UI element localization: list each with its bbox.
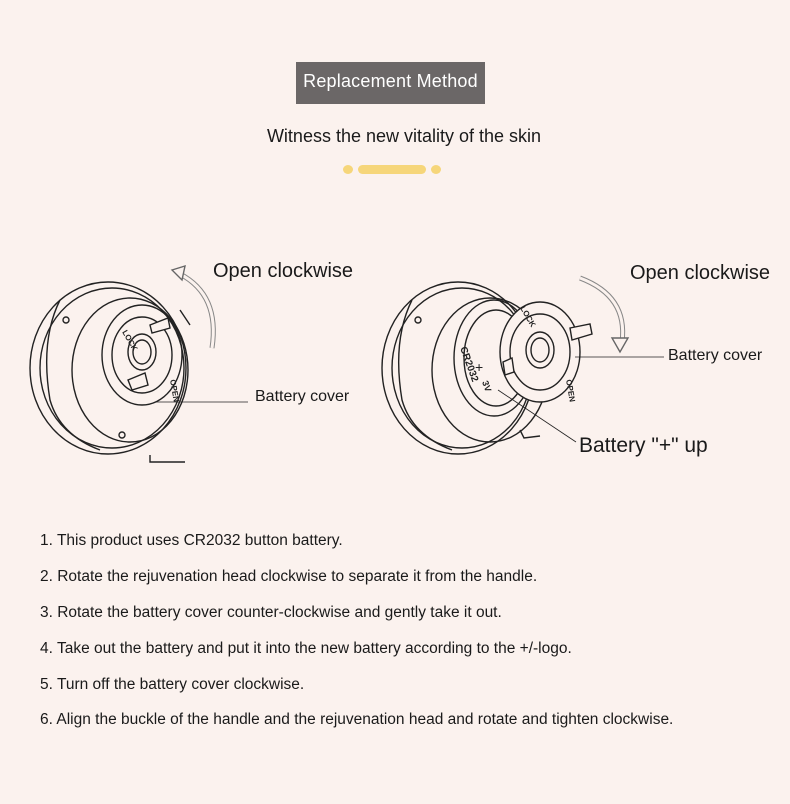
left-lock-text: LOCK xyxy=(120,329,139,353)
battery-plus-up-label: Battery "+" up xyxy=(579,434,708,457)
right-battery-cover-label: Battery cover xyxy=(668,347,763,364)
battery-illustration: LOCK OPEN CR2032 + 3V xyxy=(29,264,664,463)
battery-volt-text: 3V xyxy=(480,379,493,393)
list-item: 6. Align the buckle of the handle and th… xyxy=(40,711,674,728)
list-item: 5. Turn off the battery cover clockwise. xyxy=(40,676,305,693)
list-item: 1. This product uses CR2032 button batte… xyxy=(40,532,343,549)
left-open-text: OPEN xyxy=(168,379,181,403)
right-open-text: OPEN xyxy=(564,379,577,403)
divider-dot-right xyxy=(431,165,441,174)
left-device-illustration: LOCK OPEN xyxy=(29,264,248,463)
left-battery-cover-label: Battery cover xyxy=(255,388,350,405)
right-device-illustration: CR2032 + 3V LOCK OPEN xyxy=(381,275,664,455)
divider-dot-left xyxy=(343,165,353,174)
list-item: 4. Take out the battery and put it into … xyxy=(40,640,572,657)
list-item: 2. Rotate the rejuvenation head clockwis… xyxy=(40,568,538,585)
section-subtitle: Witness the new vitality of the skin xyxy=(266,126,542,146)
battery-diagram: LOCK OPEN CR2032 + 3V xyxy=(0,230,790,490)
battery-plus-text: + xyxy=(475,359,483,375)
section-title: Replacement Method xyxy=(296,62,485,104)
divider-bar xyxy=(358,165,426,174)
left-open-clockwise-label: Open clockwise xyxy=(213,260,354,282)
right-open-clockwise-label: Open clockwise xyxy=(630,262,771,284)
list-item: 3. Rotate the battery cover counter-cloc… xyxy=(40,604,502,621)
